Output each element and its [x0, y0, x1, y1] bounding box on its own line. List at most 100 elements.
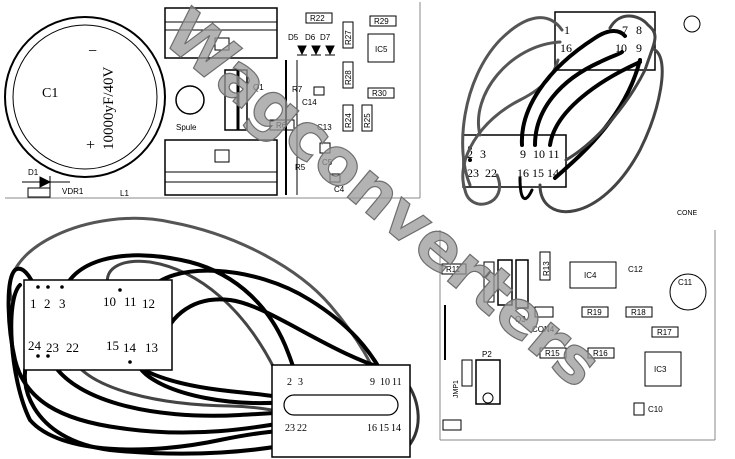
big-pin-24: 24 — [28, 338, 42, 353]
label-r7: R7 — [292, 85, 303, 94]
label-r11: R11 — [446, 265, 461, 274]
upper-pin-7: 7 — [622, 23, 628, 37]
label-r18: R18 — [631, 308, 646, 317]
spule-coil — [175, 85, 205, 115]
label-vdr1: VDR1 — [62, 187, 84, 196]
big-pin-1: 1 — [30, 296, 37, 311]
varistor-vdr1 — [27, 187, 51, 198]
top-right-diagram: CONE 1 7 8 16 10 9 2 3 9 10 11 23 22 16 … — [461, 11, 701, 217]
lower-pin-11: 11 — [548, 147, 560, 161]
label-c10: C10 — [648, 405, 663, 414]
big-pin-23: 23 — [46, 340, 59, 355]
label-c12: C12 — [628, 265, 643, 274]
label-c4: C4 — [334, 185, 345, 194]
upper-pin-16: 16 — [560, 41, 572, 55]
label-r17: R17 — [657, 328, 672, 337]
label-p2: P2 — [482, 350, 492, 359]
capacitor-c1-inner — [12, 24, 158, 170]
big-pin-22: 22 — [66, 340, 79, 355]
small-pin-23: 23 — [285, 423, 295, 434]
upper-pin-9: 9 — [636, 41, 642, 55]
label-r24: R24 — [344, 113, 353, 128]
small-pin-3: 3 — [298, 377, 303, 388]
resistor-r27 — [342, 21, 354, 49]
small-pin-16: 16 — [367, 423, 377, 434]
resistor-r13 — [539, 251, 551, 281]
diodes-d5-d7 — [297, 45, 335, 56]
label-c5: C5 — [322, 158, 333, 167]
resistor-r30 — [367, 87, 395, 99]
resistor-r15 — [539, 347, 567, 359]
ic5-chip — [367, 33, 395, 63]
capacitor-c1-outline — [4, 16, 166, 178]
resistor-r29 — [369, 15, 397, 27]
heatsink-top — [164, 7, 278, 59]
transistor-q3 — [497, 259, 513, 306]
label-con4: CON4 — [532, 325, 555, 334]
big-pin-14: 14 — [123, 340, 137, 355]
lower-pin-3: 3 — [480, 147, 486, 161]
label-ic5: IC5 — [375, 45, 388, 54]
label-c14: C14 — [302, 98, 317, 107]
hand-drawn-wires-top — [461, 14, 664, 214]
lower-pin-22: 22 — [485, 166, 497, 180]
label-r5: R5 — [295, 163, 306, 172]
lower-pin-23: 23 — [467, 166, 479, 180]
lower-pin-15: 15 — [532, 166, 544, 180]
big-pin-12: 12 — [142, 296, 155, 311]
label-jmp1: JMP1 — [453, 380, 460, 398]
capacitor-plus: + — [86, 137, 95, 154]
potentiometer-p2 — [475, 359, 501, 405]
component-r-vertical — [483, 261, 495, 303]
connector-big — [23, 279, 173, 371]
capacitor-c11 — [669, 273, 707, 311]
label-d1: D1 — [28, 168, 39, 177]
small-pin-22: 22 — [297, 423, 307, 434]
heatsink-bottom — [164, 139, 278, 196]
bottom-left-diagram: 1 2 3 10 11 12 24 23 22 15 14 13 2 3 9 1… — [6, 216, 420, 458]
jumper-jmp1 — [461, 359, 473, 387]
resistor-r6 — [269, 119, 295, 131]
mount-hole-top-right — [683, 15, 701, 33]
small-pin-10: 10 — [380, 377, 390, 388]
ic3-chip — [644, 351, 682, 387]
panel-borders — [5, 2, 716, 441]
big-pin-3: 3 — [59, 296, 66, 311]
label-r13: R13 — [542, 261, 551, 276]
label-c13: C13 — [317, 123, 332, 132]
small-pin-15: 15 — [379, 423, 389, 434]
big-pin-15: 15 — [106, 338, 119, 353]
resistor-r11 — [441, 263, 467, 275]
resistor-r25 — [361, 104, 373, 132]
lower-pin-9: 9 — [520, 147, 526, 161]
capacitor-minus: − — [88, 43, 97, 60]
capacitor-c4 — [329, 173, 341, 183]
capacitor-c5 — [319, 142, 331, 154]
capacitor-name: C1 — [42, 86, 58, 101]
label-r22: R22 — [310, 14, 325, 23]
resistor-r19 — [581, 306, 609, 318]
lower-pin-10: 10 — [533, 147, 545, 161]
capacitor-value: 10000yF/40V — [101, 66, 117, 150]
bottom-right-board: R11 Q3 R13 IC4 C12 C11 CON4 R19 R18 R17 … — [441, 251, 707, 431]
connector-small — [271, 364, 411, 458]
big-pin-13: 13 — [145, 340, 158, 355]
big-pin-10: 10 — [103, 294, 116, 309]
label-q3: Q3 — [515, 315, 526, 324]
label-r28: R28 — [344, 70, 353, 85]
label-ic4: IC4 — [584, 271, 597, 280]
label-q1: Q1 — [253, 83, 264, 92]
connector-small-slot — [283, 394, 399, 416]
label-d7: D7 — [320, 33, 331, 42]
label-d5: D5 — [288, 33, 299, 42]
capacitor-c14 — [313, 86, 325, 96]
ic4-chip — [569, 261, 617, 289]
resistor-r28 — [342, 61, 354, 89]
big-pin-2: 2 — [44, 296, 51, 311]
label-r30: R30 — [372, 89, 387, 98]
label-ic3: IC3 — [654, 365, 667, 374]
label-r25: R25 — [363, 113, 372, 128]
transistor-q1 — [224, 69, 248, 131]
label-c11: C11 — [678, 278, 693, 287]
